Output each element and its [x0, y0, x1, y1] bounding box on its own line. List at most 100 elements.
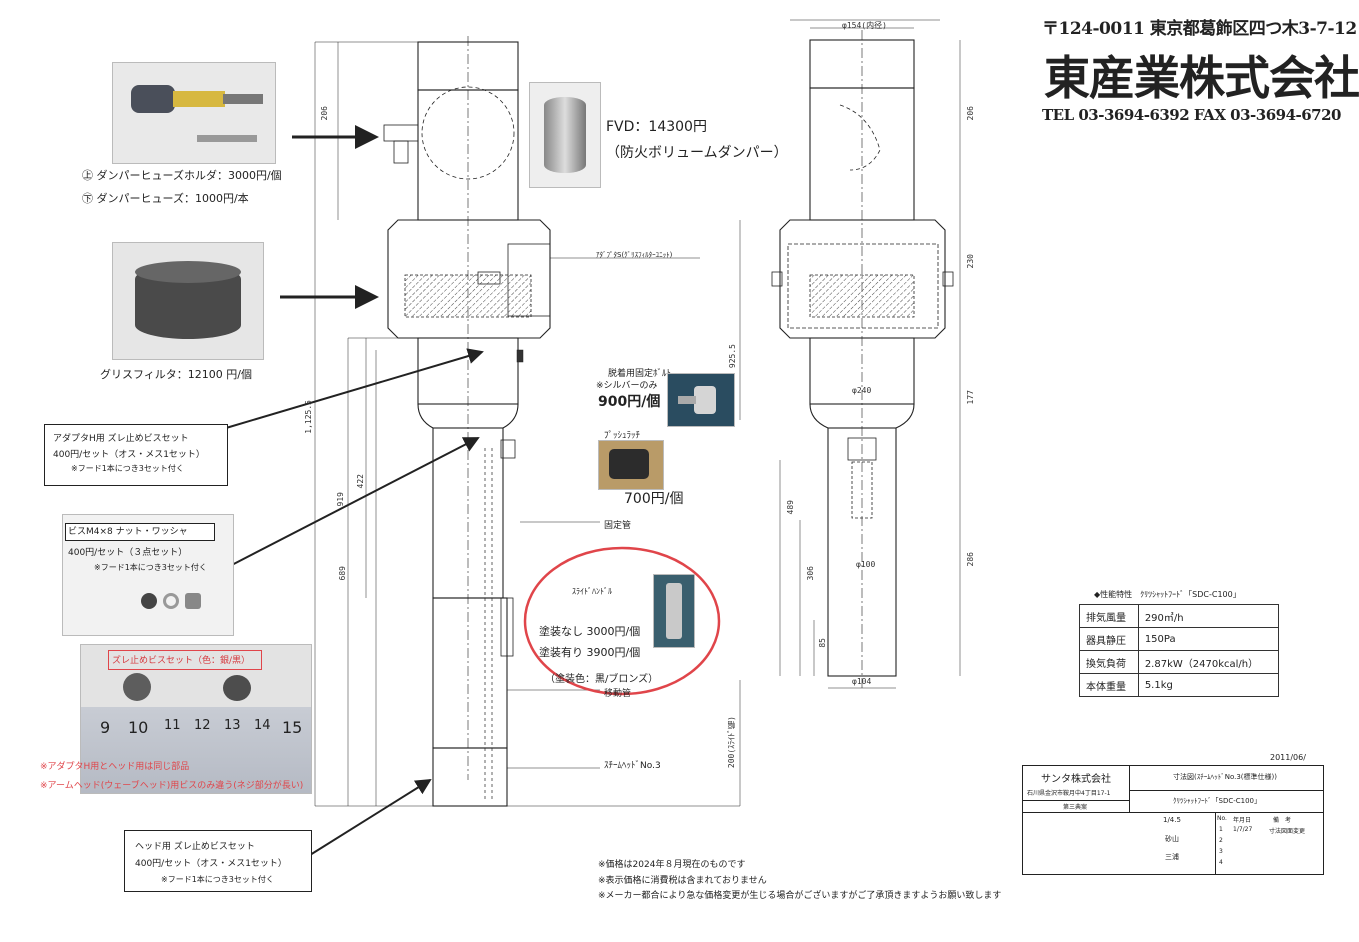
grease-filter-photo	[112, 242, 264, 360]
rev-header-note: 備 考	[1273, 817, 1292, 824]
drafter: 三浦	[1165, 853, 1179, 861]
dim-diameter-240: φ240	[852, 386, 872, 395]
slip-note-1: ※アダプタH用とヘッド用は同じ部品	[40, 762, 190, 772]
slip-screw-label: ズレ止めビスセット（色：銀/黒）	[112, 656, 251, 666]
moving-pipe-label: 移動管	[604, 689, 632, 699]
ruler	[81, 707, 311, 793]
rev-1: 1	[1219, 826, 1223, 833]
maker-address: 石川県金沢市鞍月中4丁目17-1	[1027, 790, 1111, 797]
dim-919: 919	[336, 492, 345, 507]
adapter-title: アダプタH用 ズレ止めビスセット	[53, 434, 189, 444]
slip-screw-label-box	[108, 650, 262, 670]
fix-bolt-label: 脱着用固定ﾎﾞﾙﾄ	[608, 369, 672, 379]
ruler-tick-9: 9	[100, 718, 111, 737]
rev-header-no: No.	[1217, 815, 1227, 822]
company-address: 〒124-0011 東京都葛飾区四つ木3-7-12	[1042, 19, 1357, 39]
adapter-note: ※フード1本につき3セット付く	[71, 464, 184, 473]
ruler-tick-10: 10	[128, 718, 149, 737]
fix-bolt-note: ※シルバーのみ	[596, 381, 658, 391]
technical-drawing	[225, 19, 961, 856]
grease-filter-label: グリスフィルタ：12100 円/個	[100, 368, 252, 381]
head-note: ※フード1本につき3セット付く	[161, 875, 274, 884]
fvd-photo	[529, 82, 601, 188]
slide-colors: （塗装色：黒/ブロンズ）	[545, 674, 659, 685]
screw-price: 400円/セット（３点セット）	[68, 548, 188, 558]
footer-note-1: ※価格は2024年８月現在のものです	[598, 860, 746, 870]
company-name: 東産業株式会社	[1044, 51, 1359, 105]
dept: 第三典案	[1063, 804, 1088, 811]
dim-177-right: 177	[966, 390, 975, 405]
ruler-tick-12: 12	[194, 718, 211, 733]
fuse-holder-photo	[112, 62, 276, 164]
dim-306: 306	[806, 566, 815, 581]
screw-set-photo	[62, 514, 234, 636]
slide-handle-photo	[653, 574, 695, 648]
slide-handle-label: ｽﾗｲﾄﾞﾊﾝﾄﾞﾙ	[572, 587, 612, 596]
push-latch-label: ﾌﾟｯｼｭﾗｯﾁ	[604, 431, 641, 441]
footer-note-3: ※メーカー都合により急な価格変更が生じる場合がございますがご了承頂きますようお願…	[598, 891, 1002, 901]
title-block-date: 2011/06/	[1270, 753, 1306, 762]
footer-note-2: ※表示価格に消費税は含まれておりません	[598, 876, 767, 886]
rev-1-note: 寸法図面変更	[1269, 828, 1306, 835]
fix-bolt-photo	[667, 373, 735, 427]
dim-200: 200(ｽﾗｲﾄﾞ幅)	[727, 716, 736, 769]
maker-name: サンタ株式会社	[1041, 774, 1111, 785]
dim-206-left: 206	[320, 106, 329, 121]
title-block: サンタ株式会社 石川県金沢市鞍月中4丁目17-1 第三典案 寸法図(ｽﾁｰﾑﾍｯ…	[1022, 765, 1324, 875]
slip-note-2: ※アームヘッド(ウェーブヘッド)用ビスのみ違う(ネジ部分が長い)	[40, 781, 304, 791]
push-latch-photo	[598, 440, 664, 490]
fvd-price: FVD：14300円	[606, 119, 707, 135]
model-name: ｸﾘﾂｼｬｯﾄﾌｰﾄﾞ「SDC-C100」	[1173, 797, 1261, 805]
ruler-tick-13: 13	[224, 718, 241, 733]
dim-206-right: 206	[966, 106, 975, 121]
screw-note: ※フード1本につき3セット付く	[94, 563, 207, 572]
drawing-name: 寸法図(ｽﾁｰﾑﾍｯﾄﾞNo.3(標準仕様))	[1173, 773, 1277, 781]
adapter-price: 400円/セット（オス・メス1セット）	[53, 450, 205, 460]
rev-header-date: 年月日	[1233, 817, 1252, 824]
rev-3: 3	[1219, 848, 1223, 855]
ruler-tick-14: 14	[254, 718, 271, 733]
head-title: ヘッド用 ズレ止めビスセット	[135, 842, 255, 852]
dim-1125: 1,125.5	[304, 400, 313, 434]
dim-689: 689	[338, 566, 347, 581]
dim-925: 925.5	[728, 344, 737, 369]
slide-handle-highlight	[523, 546, 721, 696]
company-tel-fax: TEL 03-3694-6392 FAX 03-3694-6720	[1042, 106, 1342, 124]
ruler-tick-15: 15	[282, 718, 303, 737]
head-screw-set-box: ヘッド用 ズレ止めビスセット 400円/セット（オス・メス1セット） ※フード1…	[124, 830, 312, 892]
dim-489: 489	[786, 500, 795, 515]
dim-286-right: 286	[966, 552, 975, 567]
spec-title: ◆性能特性 ｸﾘﾂｼｬｯﾄﾌｰﾄﾞ「SDC-C100」	[1094, 590, 1241, 599]
fvd-name: （防火ボリュームダンパー）	[606, 145, 788, 161]
side-view	[771, 19, 961, 690]
steam-head-label: ｽﾁｰﾑﾍｯﾄﾞNo.3	[604, 761, 661, 771]
dim-422: 422	[356, 474, 365, 489]
checker: 砂山	[1165, 835, 1179, 843]
rev-2: 2	[1219, 837, 1223, 844]
dim-diameter-104: φ104	[852, 677, 872, 686]
fix-bolt-price: 900円/個	[598, 394, 661, 410]
adapter-unit-label: ｱﾀﾞﾌﾟﾀS(ｸﾞﾘｽﾌｨﾙﾀｰﾕﾆｯﾄ)	[596, 251, 673, 259]
rev-4: 4	[1219, 859, 1223, 866]
pointer-arrows	[225, 125, 484, 856]
slide-unpainted-price: 塗装なし 3000円/個	[539, 625, 641, 638]
dim-diameter-100: φ100	[856, 560, 876, 569]
dim-230-right: 230	[966, 254, 975, 269]
front-view	[314, 36, 741, 807]
scale: 1/4.5	[1163, 816, 1181, 824]
dim-85: 85	[818, 638, 827, 648]
slide-painted-price: 塗装有り 3900円/個	[539, 646, 641, 659]
dim-top-diameter: φ154(内径)	[842, 21, 887, 30]
head-price: 400円/セット（オス・メス1セット）	[135, 859, 287, 869]
ruler-tick-11: 11	[164, 718, 181, 733]
screw-title: ビスM4×8 ナット・ワッシャ	[68, 527, 188, 537]
push-latch-price: 700円/個	[624, 491, 684, 507]
adapter-screw-set-box: アダプタH用 ズレ止めビスセット 400円/セット（オス・メス1セット） ※フー…	[44, 424, 228, 486]
rev-1-date: 1/7/27	[1233, 826, 1253, 833]
fuse-label: ㊦ ダンパーヒューズ：1000円/本	[82, 192, 249, 205]
